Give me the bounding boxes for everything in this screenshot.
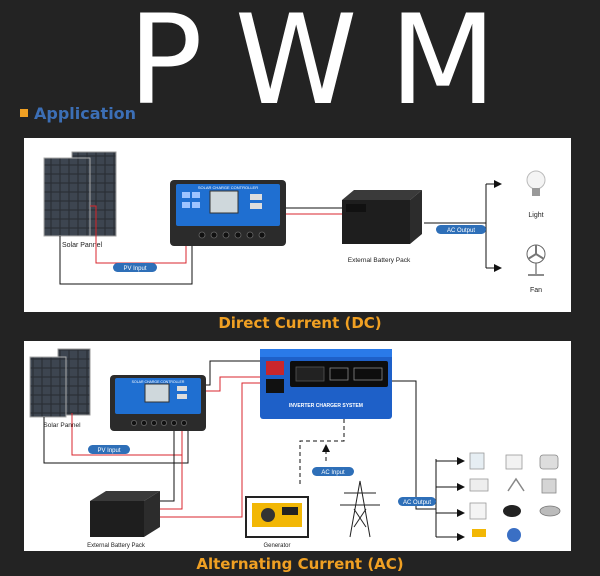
ac-wire-ctrl-inv-black [202, 360, 260, 386]
ac-wire-pv-black [43, 417, 189, 464]
section-label: Application [20, 102, 136, 124]
dc-wire-pv-red [90, 205, 187, 264]
ac-pv-input-label: PV Input [97, 448, 120, 454]
dc-charge-controller-icon [170, 180, 286, 246]
ac-output-label: AC Output [403, 500, 431, 506]
ac-wire-ctrl-inv-red [202, 376, 260, 392]
ac-solar-label: Solar Pannel [43, 422, 81, 429]
mixer-icon [507, 477, 525, 492]
generator-label: Generator [263, 543, 290, 549]
frying-pan-icon [503, 505, 521, 517]
dc-solar-label: Solar Pannel [62, 242, 103, 249]
washer-icon [469, 502, 487, 520]
page-title: PWM [128, 0, 529, 133]
dc-battery-icon [342, 190, 422, 244]
dc-diagram-panel: Solar Pannel SOLAR CHARGE CONTROLLE [24, 138, 571, 312]
ac-output-tag [398, 497, 436, 506]
dc-diagram: Solar Pannel SOLAR CHARGE CONTROLLE [43, 151, 546, 294]
ac-input-label: AC Input [321, 470, 345, 476]
ac-pv-input-tag [88, 445, 130, 454]
appliance-icon [505, 454, 523, 470]
section-label-text: Application [34, 103, 137, 123]
ac-input-tag [312, 467, 354, 476]
dc-wire-pv-black [59, 236, 193, 285]
ac-wire-inv-bat-red [158, 382, 260, 518]
ac-battery-label: External Battery Pack [87, 543, 146, 549]
ac-solar-panel-icon [29, 348, 91, 418]
fan-icon [526, 244, 546, 276]
dc-solar-panel-icon [43, 151, 117, 237]
appliances-icons [469, 452, 561, 542]
dc-battery-label: External Battery Pack [348, 257, 411, 264]
dc-controller-text: SOLAR CHARGE CONTROLLER [198, 185, 258, 190]
rice-cooker-icon [539, 505, 561, 517]
ac-controller-text: SOLAR CHARGE CONTROLLER [132, 380, 185, 384]
ac-diagram-panel: Solar Pannel [24, 341, 571, 551]
inverter-icon [260, 349, 392, 419]
transmission-tower-icon [340, 480, 380, 538]
drill-icon [472, 529, 486, 537]
fan-label: Fan [530, 287, 542, 294]
ac-charge-controller-icon [110, 375, 206, 431]
microwave-icon [469, 478, 489, 492]
dc-pv-input-label: PV Input [123, 266, 146, 272]
ac-battery-icon [90, 491, 160, 537]
pot-icon [539, 454, 559, 470]
bullet-square-icon [20, 109, 28, 117]
light-label: Light [528, 212, 543, 219]
water-dispenser-icon [469, 452, 485, 470]
vacuum-icon [507, 528, 521, 542]
ac-input-dashed-wire [299, 419, 345, 487]
dc-caption: Direct Current (DC) [218, 314, 382, 332]
dc-ac-output-label: AC Output [447, 228, 475, 234]
ac-wire-ctrl-bat-black [158, 429, 175, 502]
dc-ac-output-tag [436, 225, 486, 234]
ac-caption: Alternating Current (AC) [196, 555, 404, 573]
inverter-text: INVERTER CHARGER SYSTEM [289, 403, 363, 409]
dc-pv-input-tag [113, 263, 157, 272]
generator-icon [245, 496, 309, 538]
blender-icon [541, 478, 557, 494]
ac-output-wire [392, 380, 436, 510]
light-bulb-icon [526, 170, 546, 196]
ac-diagram: Solar Pannel [29, 348, 561, 549]
ac-wire-ctrl-bat-red [158, 429, 183, 510]
